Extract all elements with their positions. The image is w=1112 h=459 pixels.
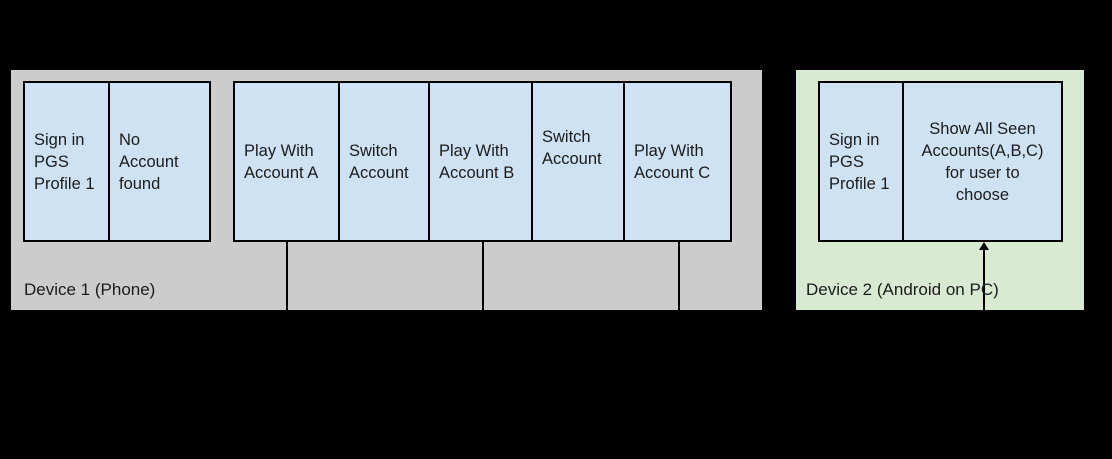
box-play-with-account-b: Play With Account B: [428, 81, 533, 242]
box-sign-in-pgs-profile-1-d2: Sign in PGS Profile 1: [818, 81, 904, 242]
arrow-line: [983, 244, 985, 310]
device1-label: Device 1 (Phone): [24, 280, 156, 299]
box-switch-account-2: Switch Account: [531, 81, 625, 242]
device2-label: Device 2 (Android on PC): [806, 280, 999, 299]
device1-signin-group: Sign in PGS Profile 1 No Account found: [23, 81, 211, 242]
device1-container: Sign in PGS Profile 1 No Account found P…: [11, 70, 762, 310]
box-play-with-account-c: Play With Account C: [623, 81, 732, 242]
arrow-up-icon: [979, 242, 989, 250]
box-show-all-seen-accounts: Show All Seen Accounts(A,B,C) for user t…: [902, 81, 1063, 242]
device2-container: Sign in PGS Profile 1 Show All Seen Acco…: [796, 70, 1084, 310]
box-no-account-found: No Account found: [108, 81, 211, 242]
device1-flow-group: Play With Account A Switch Account Play …: [233, 81, 732, 242]
box-switch-account-1: Switch Account: [338, 81, 430, 242]
connector-line-account-b: [482, 242, 484, 310]
connector-line-account-c: [678, 242, 680, 310]
device2-group: Sign in PGS Profile 1 Show All Seen Acco…: [818, 81, 1063, 242]
box-play-with-account-a: Play With Account A: [233, 81, 340, 242]
connector-line-account-a: [286, 242, 288, 310]
box-sign-in-pgs-profile-1: Sign in PGS Profile 1: [23, 81, 110, 242]
